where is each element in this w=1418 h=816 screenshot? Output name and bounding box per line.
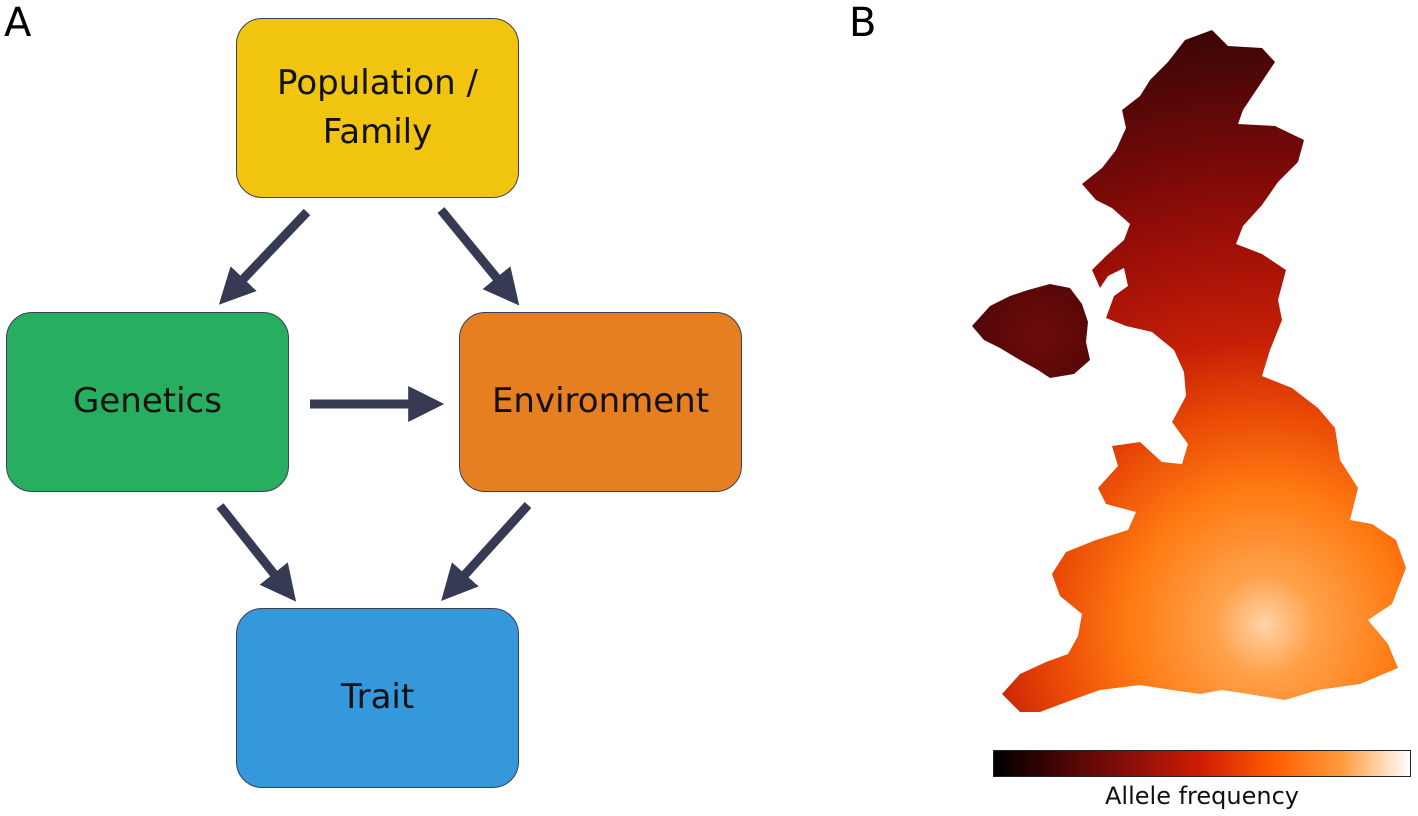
colorbar-label: Allele frequency — [1105, 782, 1299, 810]
node-population-family: Population / Family — [236, 18, 519, 198]
colorbar — [993, 750, 1411, 777]
panel-a-letter: A — [4, 0, 32, 46]
node-environment: Environment — [459, 312, 742, 492]
northern-ireland-shape — [972, 284, 1090, 378]
causal-diagram — [216, 207, 532, 602]
node-genetics: Genetics — [6, 312, 289, 492]
great-britain-shape — [1002, 30, 1406, 712]
node-genetics-label: Genetics — [73, 381, 222, 422]
arrow-population-to-environment — [437, 207, 520, 306]
node-trait: Trait — [236, 608, 519, 788]
arrow-population-to-genetics — [218, 208, 311, 305]
arrow-environment-to-trait — [441, 501, 532, 602]
node-trait-label: Trait — [340, 677, 415, 718]
node-population-family-label: Population / Family — [277, 62, 478, 152]
uk-allele-frequency-map — [972, 30, 1406, 712]
panel-b-letter: B — [849, 0, 877, 46]
node-environment-label: Environment — [491, 381, 710, 422]
arrow-genetics-to-trait — [216, 503, 297, 602]
